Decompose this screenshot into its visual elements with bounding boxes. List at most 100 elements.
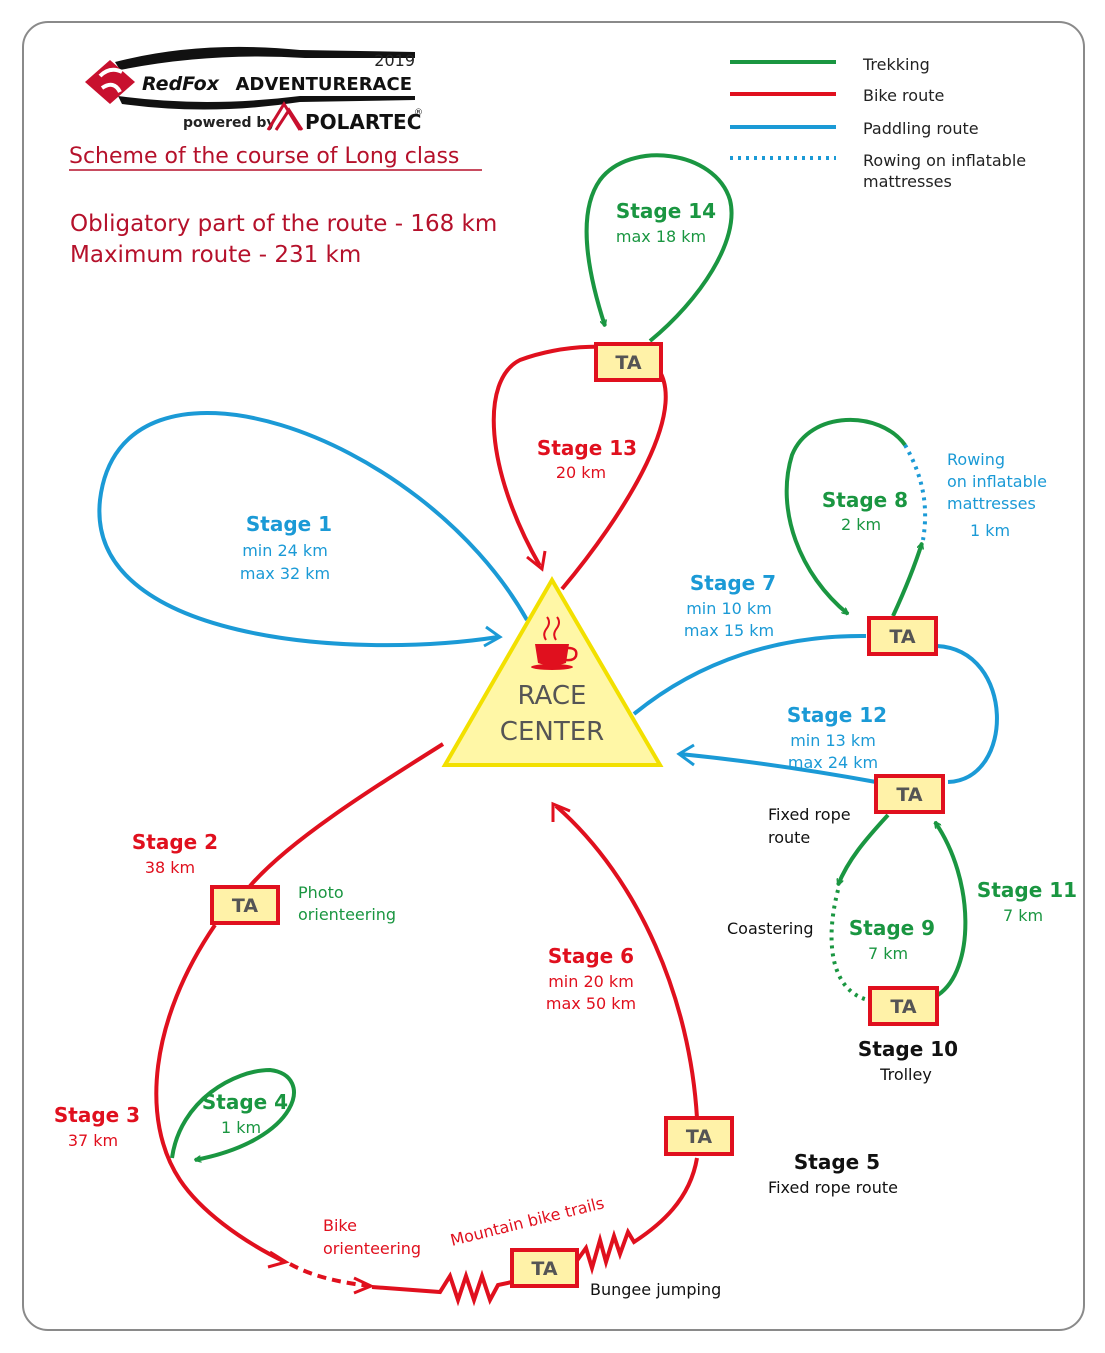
bike-orienteering-line2: orienteering: [323, 1239, 421, 1258]
stage9-dist: 7 km: [868, 944, 908, 963]
race-center: RACE CENTER: [441, 576, 664, 767]
stage11-dist: 7 km: [1003, 906, 1043, 925]
stage12-route: [679, 752, 877, 784]
bike-orienteering-line1: Bike: [323, 1216, 357, 1235]
bike-orienteering-route: [289, 1262, 371, 1288]
bike-orienteering-arrowhead: [353, 1276, 375, 1295]
stage5-title: Stage 5: [794, 1150, 880, 1174]
stage14-route: [584, 153, 734, 343]
stage11-route: [933, 822, 968, 997]
ta-label: TA: [531, 1258, 557, 1280]
race-center-triangle: [441, 576, 664, 767]
legend-rowing-label-2: mattresses: [863, 172, 952, 191]
stage1-arrowhead: [483, 625, 503, 648]
stage6-min: min 20 km: [548, 972, 634, 991]
stage6-title: Stage 6: [548, 944, 634, 968]
stage2-title: Stage 2: [132, 830, 218, 854]
stage13-dist: 20 km: [556, 463, 606, 482]
ta-box-stage2: TA: [210, 885, 280, 925]
stage2-label: Stage 2 38 km: [132, 830, 218, 877]
polartec-mark-icon: [266, 101, 304, 131]
photo-orienteering-label: Photo orienteering: [298, 883, 396, 924]
ta-box-bungee: TA: [510, 1248, 579, 1288]
ta-box-stage10: TA: [868, 986, 939, 1026]
ta-label: TA: [686, 1126, 712, 1148]
stage3-arrowhead: [267, 1250, 290, 1269]
stage13-arrowhead: [526, 550, 547, 572]
stage3-dist: 37 km: [68, 1131, 118, 1150]
stage5-label: Stage 5 Fixed rope route: [768, 1150, 898, 1197]
stage6-route: [554, 804, 699, 1119]
fixed-rope-line2: route: [768, 828, 810, 847]
stage14-dist: max 18 km: [616, 227, 706, 246]
stage6-arrowhead: [551, 801, 571, 822]
fixed-rope-label: Fixed rope route: [768, 805, 851, 847]
stage6-trail-route: [574, 1157, 699, 1276]
summary-maximum: Maximum route - 231 km: [70, 242, 361, 268]
stage2-route: [248, 742, 445, 888]
stage1-title: Stage 1: [246, 512, 332, 536]
rowing-line2: on inflatable: [947, 472, 1047, 491]
legend-bike-label: Bike route: [863, 86, 944, 105]
rowing-line1: Rowing: [947, 450, 1005, 469]
logo-sponsor-mark: ®: [414, 108, 423, 118]
ta-label: TA: [889, 626, 915, 648]
ta-label: TA: [896, 784, 922, 806]
stage7-route: [632, 633, 867, 716]
stage13-label: Stage 13 20 km: [537, 436, 637, 482]
ta-label: TA: [890, 996, 916, 1018]
stage11-title: Stage 11: [977, 878, 1077, 902]
stage10-desc: Trolley: [879, 1065, 932, 1084]
logo-powered-by: powered by: [183, 115, 276, 131]
coastering-route: [829, 889, 869, 1002]
stage5-desc: Fixed rope route: [768, 1178, 898, 1197]
stage12-arrowhead: [676, 743, 695, 767]
stage6-max: max 50 km: [546, 994, 636, 1013]
stage1-min: min 24 km: [242, 541, 328, 560]
fixed-rope-line1: Fixed rope: [768, 805, 851, 824]
bungee-label: Bungee jumping: [590, 1280, 721, 1299]
stage14-title: Stage 14: [616, 199, 716, 223]
stage4-title: Stage 4: [202, 1090, 288, 1114]
stage1-max: max 32 km: [240, 564, 330, 583]
logo-sponsor: POLARTEC: [305, 110, 421, 134]
stage1-label: Stage 1 min 24 km max 32 km: [240, 512, 332, 583]
stage4-dist: 1 km: [221, 1118, 261, 1137]
ta-box-stage13: TA: [594, 342, 663, 382]
coastering-label: Coastering: [727, 919, 814, 938]
race-center-line2: CENTER: [500, 717, 604, 747]
legend: Trekking Bike route Paddling route Rowin…: [730, 55, 1026, 191]
stage12-min: min 13 km: [790, 731, 876, 750]
stage8-route: [784, 417, 907, 616]
legend-paddling-label: Paddling route: [863, 119, 979, 138]
stage12-max: max 24 km: [788, 753, 878, 772]
stage12-title: Stage 12: [787, 703, 887, 727]
stage8-title: Stage 8: [822, 488, 908, 512]
stage3-label: Stage 3 37 km: [54, 1103, 140, 1150]
stage13-title: Stage 13: [537, 436, 637, 460]
stage11-label: Stage 11 7 km: [977, 878, 1077, 925]
summary-obligatory: Obligatory part of the route - 168 km: [70, 211, 497, 237]
stage3-route: [154, 923, 286, 1264]
stage14-label: Stage 14 max 18 km: [616, 199, 716, 246]
logo-year: 2019: [374, 51, 415, 70]
legend-trekking-label: Trekking: [862, 55, 930, 74]
rowing-line3: mattresses: [947, 494, 1036, 513]
stage8-dist: 2 km: [841, 515, 881, 534]
stage10-label: Stage 10 Trolley: [858, 1037, 958, 1084]
stage3-title: Stage 3: [54, 1103, 140, 1127]
logo-brand-left: RedFox: [142, 73, 220, 95]
logo-brand-right: ADVENTURERACE: [235, 74, 412, 95]
stage8-return-route: [891, 543, 922, 617]
mountain-bike-label: Mountain bike trails: [448, 1193, 606, 1250]
stage4-label: Stage 4 1 km: [202, 1090, 288, 1137]
photo-line2: orienteering: [298, 905, 396, 924]
fox-mark-icon: [98, 67, 123, 93]
stage1-route: [97, 411, 529, 648]
stage9-label: Stage 9 7 km: [849, 916, 935, 963]
stage8-rowing-route: [903, 444, 928, 541]
mountain-bike-route: [371, 1269, 513, 1307]
ta-label: TA: [232, 895, 258, 917]
stage10-title: Stage 10: [858, 1037, 958, 1061]
